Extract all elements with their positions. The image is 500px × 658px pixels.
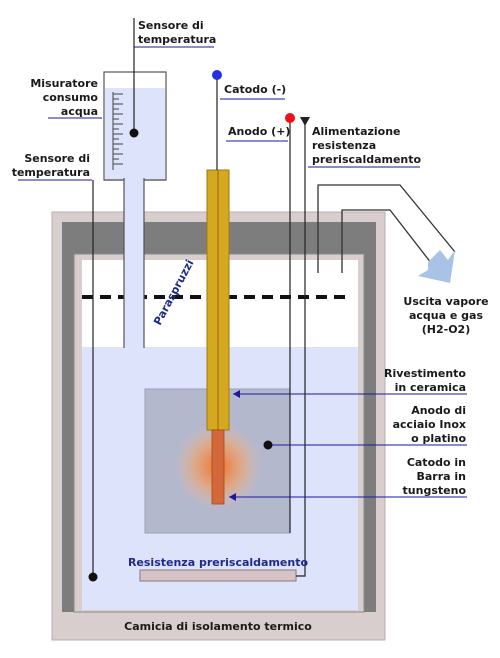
heater-supply-terminal [300,117,310,126]
label-cathode-line1: Catodo in [407,456,466,469]
label-heater: Resistenza preriscaldamento [128,556,309,569]
label-anode-terminal: Anodo (+) [228,125,290,138]
cathode-rod [211,429,225,505]
label-cathode-line3: tungsteno [403,484,467,497]
label-water-meter-line1: Misuratore [30,77,98,90]
label-heater-supply-line2: resistenza [312,139,376,152]
left-temperature-sensor-dot [88,572,98,582]
label-ceramic-line2: in ceramica [395,381,466,394]
label-anode-line1: Anodo di [411,404,466,417]
label-outlet-line3: (H2-O2) [422,323,471,336]
label-heater-supply-line1: Alimentazione [312,125,401,138]
label-left-sensor-line2: temperatura [12,166,90,179]
label-outlet-line2: acqua e gas [409,309,483,322]
label-cathode-terminal: Catodo (-) [224,83,286,96]
heater-supply-wire [296,120,306,577]
water-meter-tube [124,178,144,348]
label-water-meter-line2: consumo [43,91,99,104]
water-meter-scale [112,92,123,170]
outlet-arrow [418,250,455,283]
cathode-terminal-dot [212,70,222,80]
label-ceramic-line1: Rivestimento [384,367,466,380]
label-anode-line3: o platino [411,432,466,445]
anode-terminal-dot [285,113,295,123]
top-temperature-sensor-dot [129,128,139,138]
label-left-sensor-line1: Sensore di [24,152,90,165]
label-jacket: Camicia di isolamento termico [124,620,312,633]
label-top-sensor-line2: temperatura [138,33,216,46]
preheating-resistor [139,569,297,582]
label-top-sensor-line1: Sensore di [138,19,204,32]
label-outlet-line1: Uscita vapore [403,295,488,308]
label-water-meter-line3: acqua [61,105,98,118]
label-heater-supply-line3: preriscaldamento [312,153,422,166]
leader-lines [18,46,467,498]
outlet-pipe [317,184,456,273]
label-anode-line2: acciaio Inox [393,418,466,431]
label-cathode-line2: Barra in [416,470,466,483]
